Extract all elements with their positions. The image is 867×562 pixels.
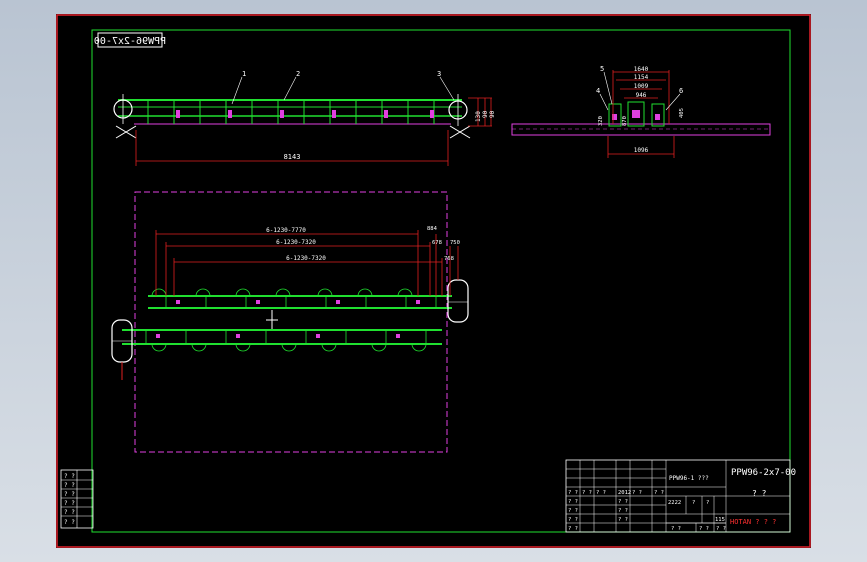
plan-dim-3: 6-1230-7320 [286,255,326,262]
side-view: 1640 1154 1009 946 1096 320 870 405 5 4 … [511,65,771,158]
side-vdim-2: 870 [622,116,628,126]
front-height-dim-2: 90 [482,110,489,118]
side-vdim-1: 320 [598,116,604,126]
bottom-cell-1: ? ? [671,526,681,532]
inner-frame-border [91,29,791,533]
side-vdim-3: 405 [679,108,685,118]
sign-cell-4: 2012 [618,490,631,496]
mirrored-code-box: PPW96-2x7-00 [94,32,166,48]
front-view: 130 90 90 8143 1 2 3 [113,70,496,166]
drawing-code: PPW96-2x7-00 [731,468,796,478]
leader-2: 2 [296,70,300,78]
plan-dim-2: 6-1230-7320 [276,239,316,246]
sign-cell-6: ? ? [654,490,664,496]
side-leader-6: 6 [679,87,683,95]
plan-right-dim-4: 768 [444,256,454,262]
sign-cell-3: ? ? [596,490,606,496]
side-dim-4: 946 [636,92,647,99]
drawing-canvas[interactable]: PPW96-2x7-00 [56,14,811,548]
leader-1: 1 [242,70,246,78]
outer-sheet-border [56,14,811,548]
scale-cell: 2222 [668,500,681,506]
tb-left-label-2: ? ? [568,508,578,514]
sign-cell-2: ? ? [582,490,592,496]
tb-left-label-6: ? ? [618,508,628,514]
side-dim-2: 1154 [634,74,649,81]
front-height-dim-1: 130 [475,111,482,122]
rev-label-6: ? ? [64,519,75,526]
front-height-dim-3: 90 [489,110,496,118]
side-dim-5: 1096 [634,147,649,154]
rev-label-2: ? ? [64,482,75,489]
rev-label-3: ? ? [64,491,75,498]
rev-label-4: ? ? [64,500,75,507]
leader-3: 3 [437,70,441,78]
rev-label-5: ? ? [64,509,75,516]
tb-left-label-4: ? ? [568,526,578,532]
rev-label-1: ? ? [64,473,75,480]
sheet-number: 115 [715,517,725,523]
company-name: HOTAN ? ? ? [730,518,776,526]
side-leader-4: 4 [596,87,600,95]
q2-cell: ? [706,500,709,506]
plan-view: 6-1230-7770 6-1230-7320 6-1230-7320 884 … [111,191,469,453]
title-block: ? ? ? ? ? ? 2012 ? ? ? ? ? ? ? ? ? ? ? ?… [565,459,796,533]
plan-right-dim-2: 678 [432,240,442,246]
side-dim-3: 1009 [634,83,649,90]
part-label: PPW96-1 ??? [669,475,709,482]
plan-dim-1: 6-1230-7770 [266,227,306,234]
plan-right-dim-1: 884 [427,226,438,232]
bottom-cell-3: ? ? [716,526,726,532]
side-dim-1: 1640 [634,66,649,73]
tb-left-label-7: ? ? [618,517,628,523]
side-leader-5: 5 [600,65,604,73]
front-overall-length-dim: 8143 [284,153,301,161]
tb-left-label-1: ? ? [568,499,578,505]
bottom-cell-2: ? ? [699,526,709,532]
drawing-svg: PPW96-2x7-00 [56,14,811,548]
drawing-name: ? ? [752,489,767,498]
tb-left-label-3: ? ? [568,517,578,523]
plan-right-dim-3: 750 [450,240,460,246]
sign-cell-5: ? ? [632,490,642,496]
q1-cell: ? [692,500,695,506]
tb-left-label-5: ? ? [618,499,628,505]
mirrored-drawing-code: PPW96-2x7-00 [94,36,166,47]
sign-cell-1: ? ? [568,490,578,496]
revision-block: ? ? ? ? ? ? ? ? ? ? ? ? [60,469,94,529]
